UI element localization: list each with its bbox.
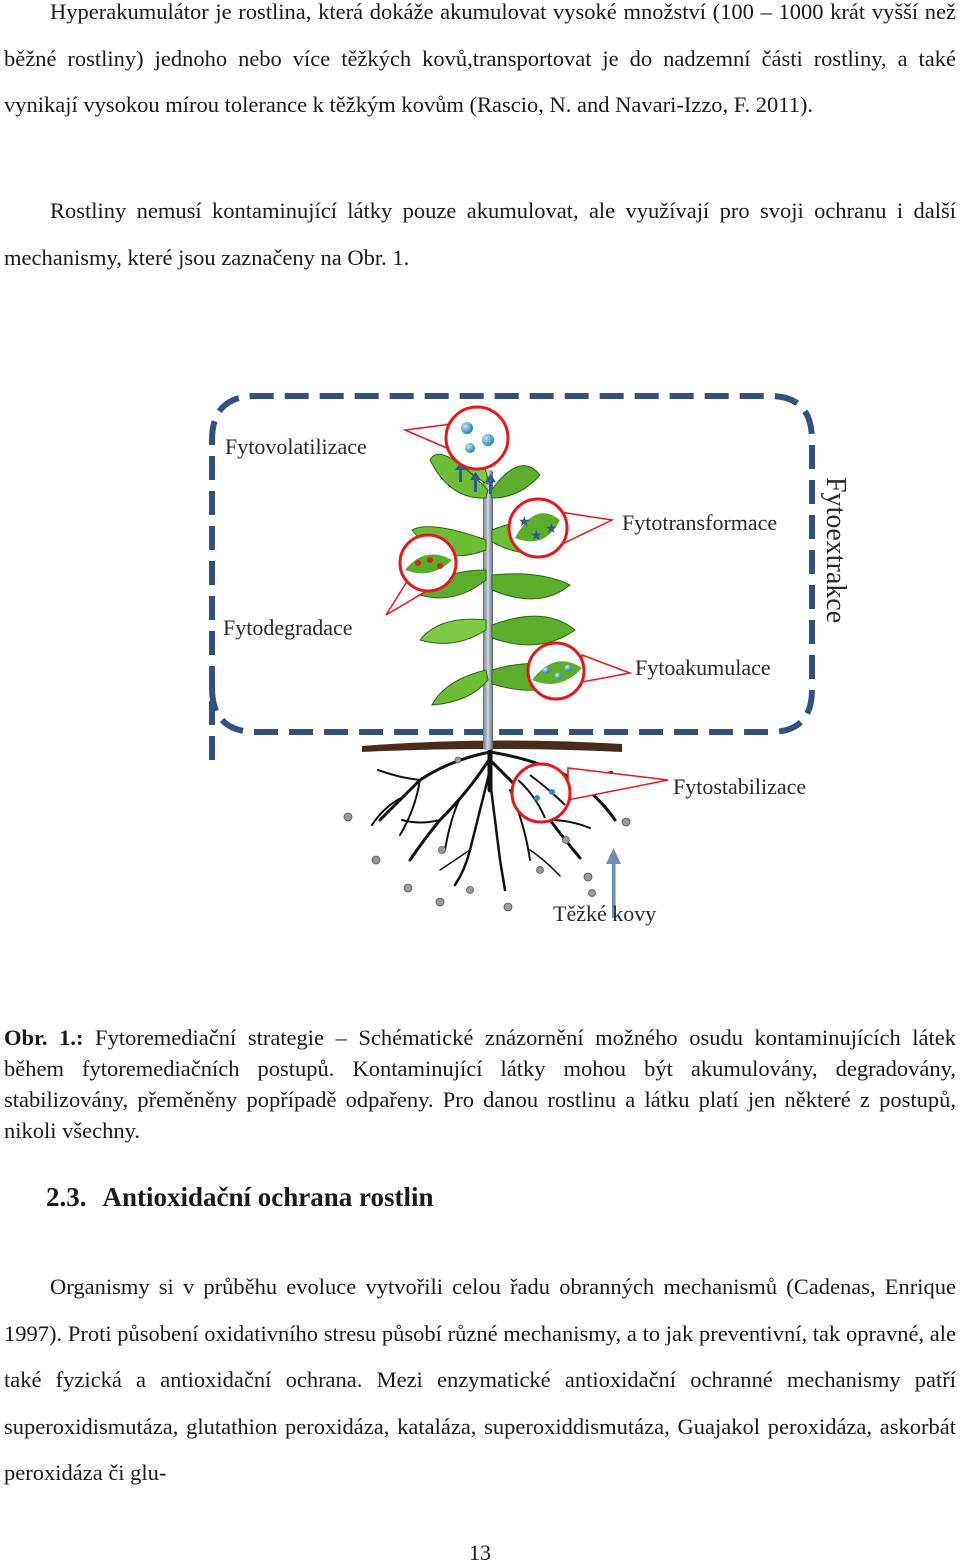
section-heading: 2.3. Antioxidační ochrana rostlin [46,1182,434,1213]
paragraph-mechanisms: Rostliny nemusí kontaminující látky pouz… [4,198,956,270]
callout-stabilization [510,762,669,824]
svg-text:★: ★ [545,522,558,537]
caption-text: Fytoremediační strategie – Schématické z… [4,1025,957,1143]
label-heavy-metals: Těžké kovy [553,901,656,926]
label-volatilization: Fytovolatilizace [225,434,367,459]
svg-text:★: ★ [518,515,531,530]
label-accumulation: Fytoakumulace [635,655,771,680]
section-number: 2.3. [46,1182,87,1212]
callout-transformation: ★ ★ ★ [507,497,615,559]
caption-label: Obr. 1.: [4,1025,84,1050]
paragraph-hyperaccumulator: Hyperakumulátor je rostlina, která dokáž… [4,0,956,117]
label-extraction: Fytoextrakce [820,477,851,623]
paragraph-antioxidant: Organismy si v průběhu evoluce vytvořili… [4,1274,956,1485]
label-degradation: Fytodegradace [223,615,353,640]
callout-degradation [385,533,458,616]
section-title: Antioxidační ochrana rostlin [102,1182,434,1212]
label-transformation: Fytotransformace [622,510,777,535]
label-stabilization: Fytostabilizace [673,774,806,799]
dashed-frame [209,393,815,760]
callout-accumulation [526,641,633,701]
phytoremediation-figure: ★ ★ ★ Fytovolatilizace Fytotransformace … [209,393,851,926]
heavy-metals-arrow-icon [606,848,621,918]
page-number: 13 [469,1540,491,1565]
figure-caption: Obr. 1.: Fytoremediační strategie – Sché… [4,1022,956,1146]
callout-volatilization [402,405,510,471]
plant-stem [483,470,493,750]
svg-text:★: ★ [530,529,543,544]
